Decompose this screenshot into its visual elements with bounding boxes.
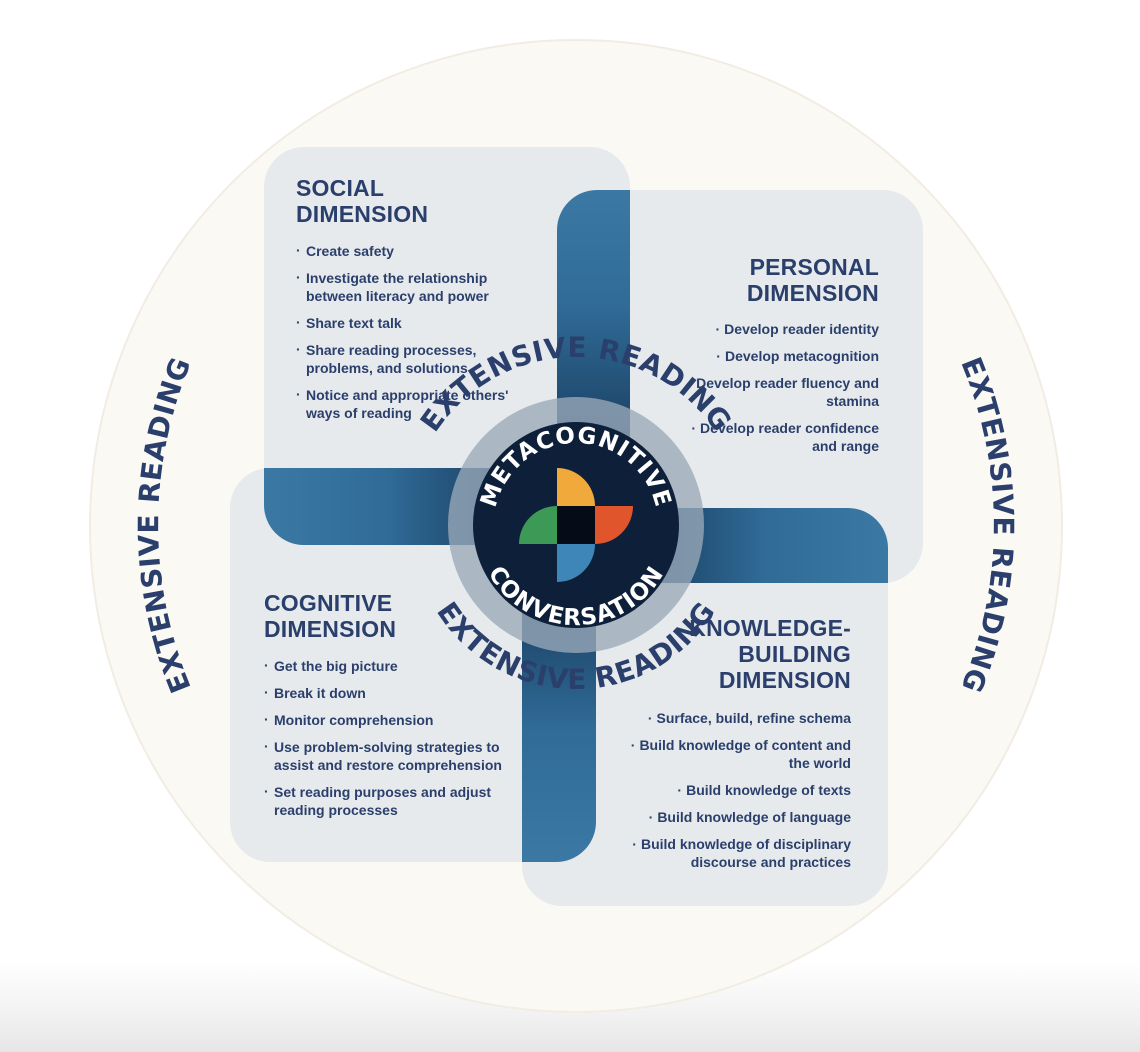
knowledge-items: ·Surface, build, refine schema·Build kno… — [612, 709, 851, 880]
bullet: · — [716, 348, 721, 364]
social-heading: SOCIAL DIMENSION — [296, 175, 429, 227]
list-item: Set reading purposes and adjust reading … — [264, 782, 512, 819]
list-item-text: Develop reader fluency and stamina — [696, 375, 879, 409]
list-item-text: Build knowledge of texts — [686, 782, 851, 798]
personal-heading: PERSONAL DIMENSION — [746, 254, 879, 306]
list-item: ·Build knowledge of language — [612, 808, 851, 826]
list-item-text: Investigate the relationship between lit… — [306, 270, 489, 304]
list-item-text: Develop reader confidence and range — [700, 420, 879, 454]
quadrant-orange — [557, 468, 595, 506]
list-item: Share text talk — [296, 313, 524, 332]
list-item: Investigate the relationship between lit… — [296, 268, 524, 305]
list-item: Create safety — [296, 241, 524, 260]
list-item: Monitor comprehension — [264, 710, 512, 729]
list-item-text: Get the big picture — [274, 658, 398, 674]
cognitive-heading: COGNITIVE DIMENSION — [264, 590, 397, 642]
list-item: ·Develop reader confidence and range — [666, 419, 879, 455]
quadrant-core — [557, 506, 595, 544]
list-item-text: Build knowledge of content and the world — [639, 737, 851, 771]
bullet: · — [691, 420, 697, 436]
bullet: · — [677, 782, 683, 798]
bullet: · — [715, 321, 721, 337]
social-items: Create safetyInvestigate the relationshi… — [296, 241, 524, 431]
list-item: ·Develop reader identity — [666, 320, 880, 338]
bullet: · — [630, 737, 636, 753]
bullet: · — [648, 809, 654, 825]
list-item-text: Develop metacognition — [724, 348, 879, 364]
bullet: · — [687, 375, 693, 391]
bullet: · — [632, 836, 637, 852]
cognitive-items: Get the big pictureBreak it downMonitor … — [264, 656, 512, 828]
list-item: Notice and appropriate others' ways of r… — [296, 385, 524, 422]
list-item: ·Build knowledge of texts — [612, 781, 851, 799]
list-item-text: Set reading purposes and adjust reading … — [274, 784, 492, 818]
list-item-text: Surface, build, refine schema — [656, 710, 851, 726]
list-item-text: Break it down — [274, 685, 366, 701]
list-item: Break it down — [264, 683, 512, 702]
list-item: Use problem-solving strategies to assist… — [264, 737, 512, 774]
list-item-text: Share text talk — [306, 315, 402, 331]
quadrant-blue — [557, 544, 595, 582]
list-item: ·Build knowledge of disciplinary discour… — [612, 835, 851, 871]
list-item: Share reading processes, problems, and s… — [296, 340, 524, 377]
quadrant-green — [519, 506, 557, 544]
list-item: Get the big picture — [264, 656, 512, 675]
bullet: · — [647, 710, 653, 726]
list-item-text: Use problem-solving strategies to assist… — [274, 739, 502, 773]
quadrant-red — [595, 506, 633, 544]
list-item-text: Build knowledge of language — [657, 809, 851, 825]
list-item-text: Notice and appropriate others' ways of r… — [306, 387, 509, 421]
list-item: ·Develop metacognition — [666, 347, 879, 365]
knowledge-heading: KNOWLEDGE- BUILDING DIMENSION — [689, 615, 851, 693]
list-item-text: Create safety — [306, 243, 394, 259]
list-item-text: Develop reader identity — [724, 321, 879, 337]
list-item-text: Share reading processes, problems, and s… — [306, 342, 477, 376]
list-item: ·Build knowledge of content and the worl… — [612, 736, 851, 772]
list-item: ·Surface, build, refine schema — [612, 709, 851, 727]
list-item-text: Monitor comprehension — [274, 712, 434, 728]
list-item-text: Build knowledge of disciplinary discours… — [640, 836, 851, 870]
list-item: ·Develop reader fluency and stamina — [666, 374, 879, 410]
personal-items: ·Develop reader identity·Develop metacog… — [666, 320, 879, 464]
